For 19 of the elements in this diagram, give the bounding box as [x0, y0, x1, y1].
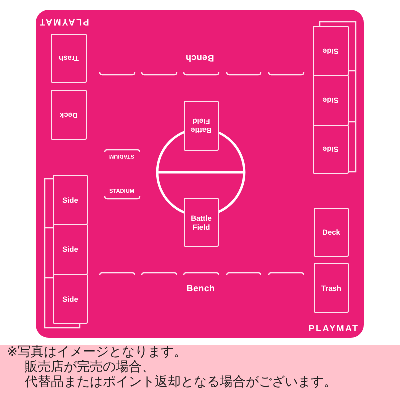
notice-text: ※写真はイメージとなります。 — [7, 345, 187, 360]
zone-label: Bench — [186, 284, 216, 294]
notice-text: 販売店が完売の場合、代替品またはポイント返却となる場合がございます。 — [25, 360, 338, 390]
card-zone — [53, 175, 88, 225]
card-zone — [51, 90, 87, 140]
playmat-title: PLAYMAT — [38, 18, 90, 26]
zone-label: Bench — [186, 54, 214, 62]
card-zone — [313, 26, 349, 76]
card-zone — [184, 101, 219, 151]
card-zone — [314, 208, 349, 257]
card-zone — [184, 198, 219, 247]
card-zone — [51, 34, 87, 83]
card-zone — [313, 75, 349, 126]
playmat — [36, 10, 364, 338]
card-zone — [313, 125, 349, 174]
playmat-title: PLAYMAT — [308, 324, 360, 334]
card-zone — [53, 274, 88, 324]
card-zone — [314, 263, 349, 313]
card-zone — [53, 224, 88, 275]
